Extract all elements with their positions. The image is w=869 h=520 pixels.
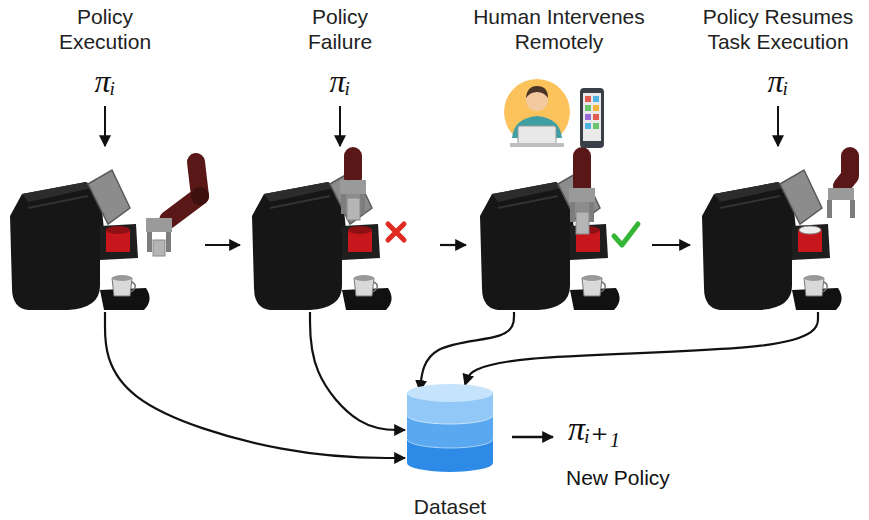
cylinder-outline <box>405 383 495 475</box>
illustration-part <box>569 188 595 202</box>
illustration-part <box>593 114 599 120</box>
illustration-part <box>339 106 341 146</box>
illustration-part <box>593 96 599 102</box>
robot-scene <box>702 156 855 310</box>
illustration-part <box>504 79 570 145</box>
flow-arrow <box>105 312 405 458</box>
illustration-part <box>593 123 599 129</box>
illustration-part <box>585 114 591 120</box>
illustration-part <box>153 240 165 256</box>
illustration-part <box>828 188 854 200</box>
policy-symbol: πᵢ <box>240 64 440 99</box>
stage-title: Human Intervenes Remotely <box>459 4 659 54</box>
illustration-part <box>589 202 594 222</box>
robot-scene <box>10 162 209 310</box>
illustration-part <box>799 226 821 234</box>
illustration-part <box>407 393 493 472</box>
flow-arrow <box>205 244 240 246</box>
stage-panel: Human Intervenes Remotely <box>466 4 652 312</box>
illustration-part <box>407 439 493 448</box>
flow-arrow <box>465 312 818 385</box>
illustration-part <box>585 105 591 111</box>
stage-title: Policy Execution <box>45 4 165 54</box>
illustration-part <box>104 106 106 146</box>
flow-arrow <box>310 312 405 430</box>
illustration-part <box>191 187 209 205</box>
train-arrow <box>512 436 553 439</box>
dataset-label: Dataset <box>414 495 486 519</box>
illustration-part <box>580 88 604 148</box>
illustration-part <box>344 156 362 178</box>
stage-panel: Policy Execution πᵢ <box>5 4 205 312</box>
illustration-part <box>146 218 172 232</box>
flow-arrow <box>652 244 690 246</box>
illustration-part <box>526 86 548 98</box>
illustration-part <box>407 415 493 424</box>
policy-symbol: πᵢ <box>5 64 205 99</box>
policy-caption: New Policy <box>566 466 670 490</box>
illustration-part <box>347 198 360 220</box>
illustration-part <box>480 170 620 310</box>
policy-symbol: πᵢ₊₁ <box>568 408 620 448</box>
illustration-part <box>583 93 601 141</box>
illustration-part <box>585 123 591 129</box>
policy-arrows <box>105 106 778 146</box>
operator-icon <box>504 79 604 148</box>
illustration-part <box>573 156 591 186</box>
success-check <box>614 224 638 245</box>
illustration-part <box>147 232 152 252</box>
illustration-part <box>252 170 392 310</box>
stage-panel: Policy Resumes Task Execution πᵢ <box>690 4 866 312</box>
illustration-part <box>570 202 575 222</box>
illustration-part <box>593 105 599 111</box>
illustration-part <box>850 200 855 218</box>
illustration-part <box>842 156 850 186</box>
illustration-part <box>340 180 366 194</box>
dataset-cylinder: Dataset <box>405 383 495 475</box>
illustration-part <box>341 194 346 214</box>
flow-arrow <box>440 244 466 246</box>
robot-scene <box>480 156 638 310</box>
illustration-part <box>702 170 842 310</box>
illustration-part <box>360 194 365 214</box>
policy-symbol: πᵢ <box>690 64 866 99</box>
illustration-part <box>166 232 171 252</box>
illustration-part <box>518 126 556 144</box>
stage-title: Policy Resumes Task Execution <box>693 4 863 54</box>
illustration-part <box>777 106 779 146</box>
illustration-part <box>510 143 564 147</box>
illustration-part <box>827 200 832 218</box>
illustration-part <box>10 170 150 310</box>
robot-scene <box>252 156 404 310</box>
illustration-part <box>407 384 493 402</box>
failure-cross <box>388 224 404 240</box>
illustration-part <box>585 96 591 102</box>
stage-title: Policy Failure <box>280 4 400 54</box>
stage-panel: Policy Failure πᵢ <box>240 4 440 312</box>
illustration-part <box>576 212 589 234</box>
